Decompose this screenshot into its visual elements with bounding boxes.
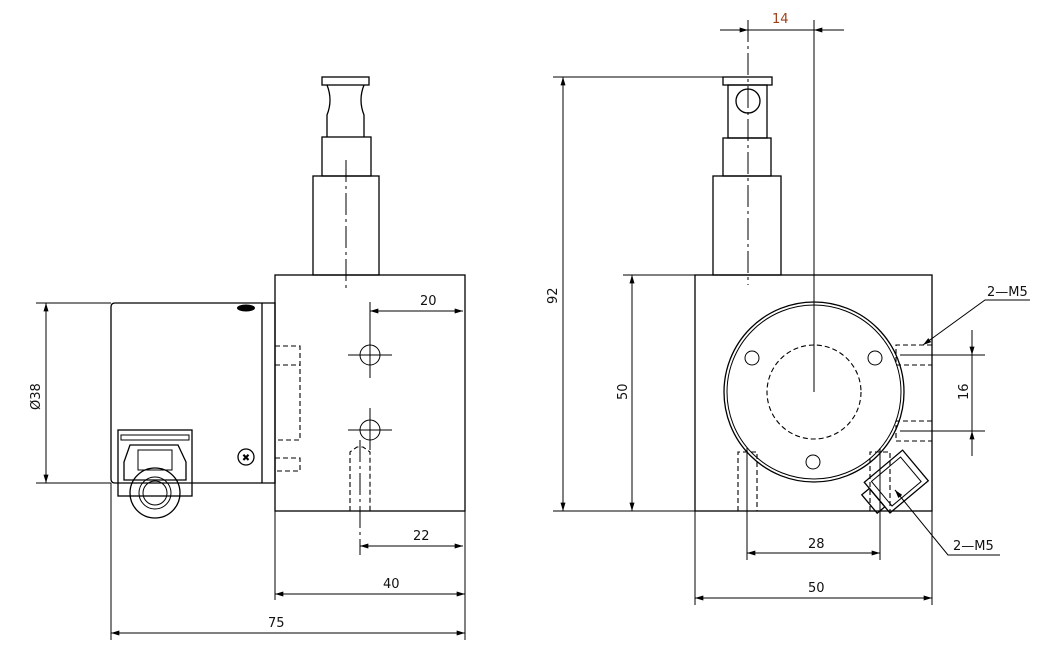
- svg-text:✖: ✖: [242, 453, 250, 464]
- dim-50-vertical: 50: [616, 383, 631, 400]
- mounting-holes: [275, 302, 392, 555]
- dim-75: 75: [268, 616, 285, 631]
- right-dimensions: 14 92 50 16 28 50 2—M5 2—M5: [546, 12, 1030, 605]
- threaded-holes: [737, 344, 932, 560]
- dim-22: 22: [413, 529, 430, 544]
- screw-icon: [237, 448, 255, 466]
- dim-20: 20: [420, 294, 437, 309]
- dim-28: 28: [808, 537, 825, 552]
- wire-outlet-shaft: [712, 20, 782, 285]
- dim-14: 14: [772, 12, 789, 27]
- right-view: 14 92 50 16 28 50 2—M5 2—M5: [546, 12, 1030, 605]
- callout-thread-bottom: 2—M5: [953, 539, 994, 554]
- left-view: ✖ 20 22 40 75 Ø38: [29, 76, 466, 640]
- dim-16: 16: [957, 383, 972, 400]
- cable-gland: [117, 429, 193, 519]
- callout-thread-side: 2—M5: [987, 285, 1028, 300]
- wire-outlet-shaft: [312, 76, 380, 290]
- dim-92: 92: [546, 287, 561, 304]
- encoder-cylinder: ✖: [110, 302, 276, 484]
- cable-gland: [860, 449, 930, 515]
- dim-40: 40: [383, 577, 400, 592]
- dim-diameter-38: Ø38: [29, 383, 44, 410]
- screw-icon: [237, 304, 255, 312]
- left-dimensions: 20 22 40 75 Ø38: [29, 294, 466, 640]
- dim-50-horizontal: 50: [808, 581, 825, 596]
